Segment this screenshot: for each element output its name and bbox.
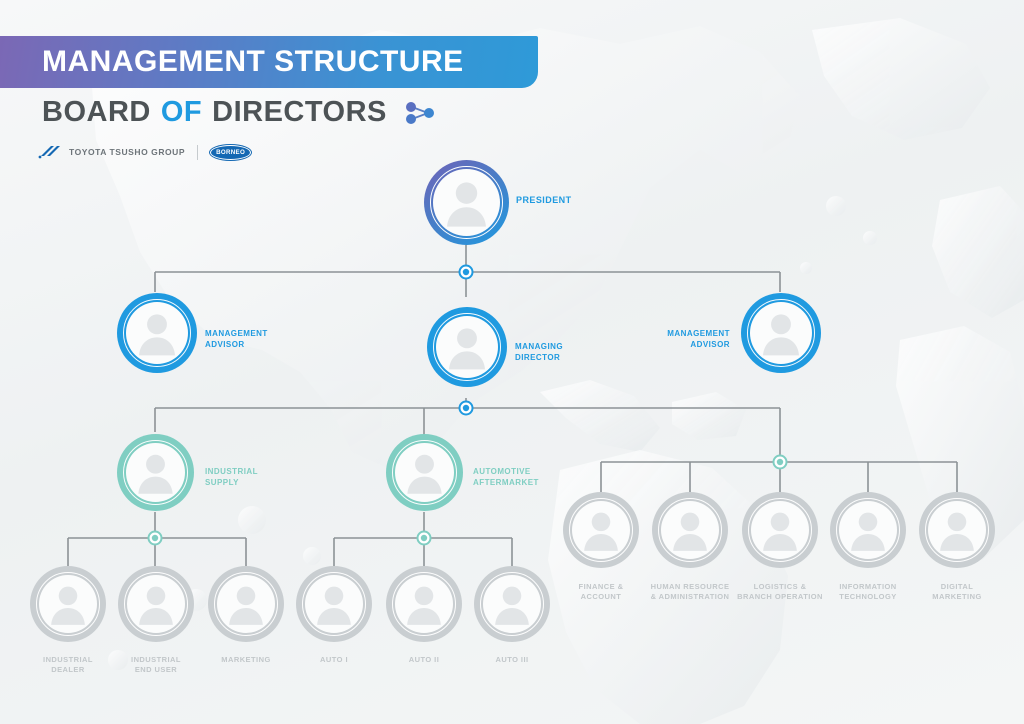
- label-auto-3: AUTO III: [495, 655, 529, 664]
- node-marketing[interactable]: [208, 566, 284, 642]
- avatar-icon: [317, 586, 351, 625]
- page-title: MANAGEMENT STRUCTURE: [42, 45, 464, 78]
- node-auto-3[interactable]: [474, 566, 550, 642]
- avatar-icon: [673, 512, 707, 551]
- node-industrial-dealer[interactable]: [30, 566, 106, 642]
- node-industrial-end-user[interactable]: [118, 566, 194, 642]
- node-auto-1[interactable]: [296, 566, 372, 642]
- avatar-icon: [139, 586, 173, 625]
- node-logistics-branch-operation[interactable]: [742, 492, 818, 568]
- network-share-icon: [405, 101, 434, 124]
- subtitle-directors: DIRECTORS: [212, 96, 387, 128]
- node-president[interactable]: [424, 160, 509, 245]
- label-managing-director: MANAGING DIRECTOR: [515, 342, 564, 362]
- node-auto-2[interactable]: [386, 566, 462, 642]
- borneo-badge-text: BORNEO: [216, 148, 246, 156]
- avatar-icon: [584, 512, 618, 551]
- avatar-icon: [447, 182, 486, 227]
- toyota-tsusho-group-text: TOYOTA TSUSHO GROUP: [69, 147, 186, 157]
- node-human-resource-administration[interactable]: [652, 492, 728, 568]
- node-finance-account[interactable]: [563, 492, 639, 568]
- node-information-technology[interactable]: [830, 492, 906, 568]
- avatar-icon: [51, 586, 85, 625]
- avatar-icon: [449, 328, 485, 370]
- avatar-icon: [851, 512, 885, 551]
- node-automotive-aftermarket[interactable]: [386, 434, 463, 511]
- header-banner: MANAGEMENT STRUCTURE: [0, 36, 538, 88]
- avatar-icon: [139, 314, 175, 356]
- subtitle-board: BOARD: [42, 96, 151, 128]
- label-industrial-end-user: INDUSTRIAL END USER: [131, 655, 181, 674]
- label-marketing: MARKETING: [221, 655, 271, 664]
- label-industrial-dealer: INDUSTRIAL DEALER: [43, 655, 93, 674]
- node-digital-marketing[interactable]: [919, 492, 995, 568]
- label-president: PRESIDENT: [516, 195, 572, 205]
- avatar-icon: [940, 512, 974, 551]
- avatar-icon: [138, 454, 173, 494]
- subtitle: BOARD OF DIRECTORS: [42, 98, 437, 127]
- label-logistics-branch-operation: LOGISTICS & BRANCH OPERATION: [737, 582, 823, 601]
- avatar-icon: [407, 454, 442, 494]
- label-finance-account: FINANCE & ACCOUNT: [578, 582, 624, 601]
- label-information-technology: INFORMATION TECHNOLOGY: [839, 582, 897, 601]
- avatar-icon: [763, 314, 799, 356]
- label-industrial-supply: INDUSTRIAL SUPPLY: [205, 467, 258, 487]
- label-management-advisor-left: MANAGEMENT ADVISOR: [205, 329, 268, 349]
- label-digital-marketing: DIGITAL MARKETING: [932, 582, 982, 601]
- label-automotive-aftermarket: AUTOMOTIVE AFTERMARKET: [473, 467, 539, 487]
- label-management-advisor-right: MANAGEMENT ADVISOR: [667, 329, 730, 349]
- node-industrial-supply[interactable]: [117, 434, 194, 511]
- node-managing-director[interactable]: [427, 307, 507, 387]
- label-auto-1: AUTO I: [320, 655, 348, 664]
- node-management-advisor-right[interactable]: [741, 293, 821, 373]
- avatar-icon: [495, 586, 529, 625]
- subtitle-of: OF: [160, 96, 203, 128]
- avatar-icon: [229, 586, 263, 625]
- logo-divider: [197, 144, 199, 160]
- node-management-advisor-left[interactable]: [117, 293, 197, 373]
- label-auto-2: AUTO II: [408, 655, 440, 664]
- toyota-tsusho-mark-icon: [38, 146, 60, 159]
- label-human-resource-administration: HUMAN RESOURCE & ADMINISTRATION: [650, 582, 730, 601]
- borneo-badge: BORNEO: [210, 144, 252, 160]
- avatar-icon: [763, 512, 797, 551]
- logo-row: TOYOTA TSUSHO GROUP BORNEO: [38, 144, 252, 160]
- avatar-icon: [407, 586, 441, 625]
